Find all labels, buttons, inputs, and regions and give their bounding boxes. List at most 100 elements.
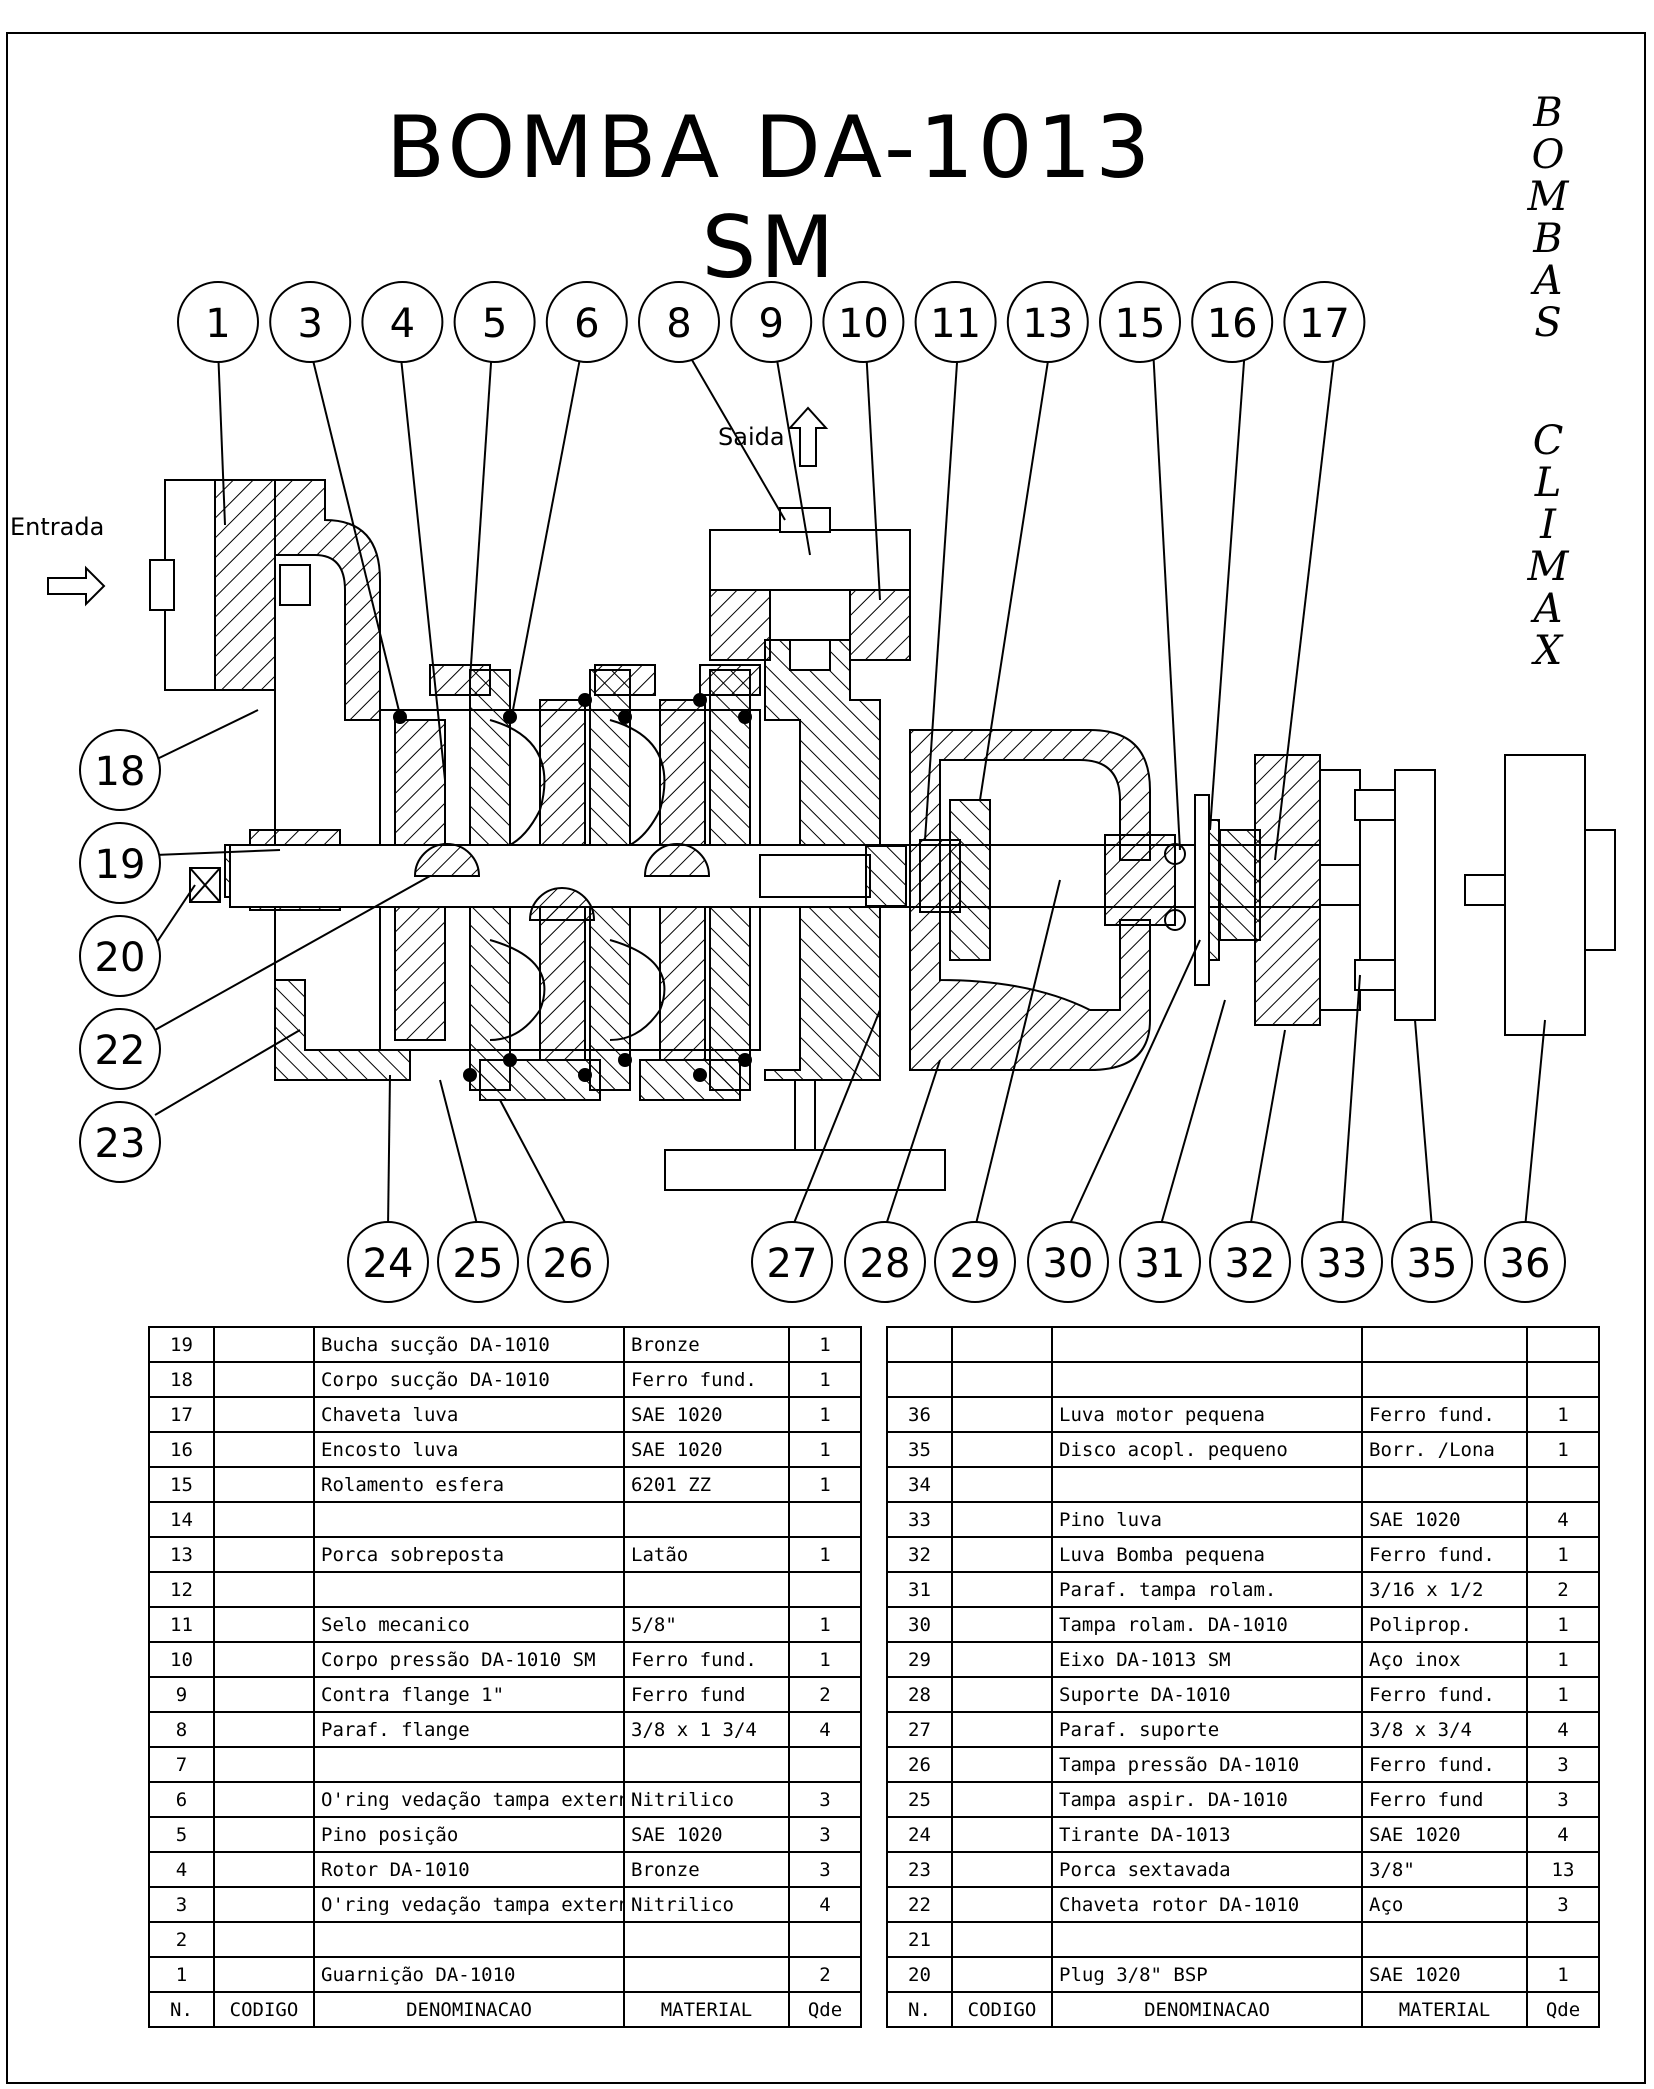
code-cell <box>951 1571 1053 1608</box>
callout-32: 32 <box>1209 1221 1291 1303</box>
brand-letter: A <box>1533 586 1563 632</box>
code-cell <box>213 1781 315 1818</box>
description-cell: Corpo pressão DA-1010 SM <box>313 1641 625 1678</box>
description-cell: Contra flange 1" <box>313 1676 625 1713</box>
item-number: 7 <box>148 1746 215 1783</box>
code-cell <box>951 1711 1053 1748</box>
item-number: 1 <box>148 1956 215 1993</box>
material-cell: Ferro fund. <box>623 1641 790 1678</box>
callout-27: 27 <box>751 1221 833 1303</box>
description-cell: Paraf. flange <box>313 1711 625 1748</box>
item-number <box>886 1326 953 1363</box>
callout-number: 15 <box>1115 301 1166 347</box>
header-codigo: CODIGO <box>951 1991 1053 2028</box>
callout-8: 8 <box>638 281 720 363</box>
quantity-cell: 2 <box>788 1676 862 1713</box>
pump-section-drawing: Entrada Saida <box>10 281 1616 1303</box>
quantity-cell: 1 <box>788 1361 862 1398</box>
item-number: 21 <box>886 1921 953 1958</box>
description-cell: Plug 3/8" BSP <box>1051 1956 1363 1993</box>
code-cell <box>951 1886 1053 1923</box>
inlet-arrow <box>47 565 106 607</box>
description-cell <box>1051 1921 1363 1958</box>
item-number: 26 <box>886 1746 953 1783</box>
description-cell: Rotor DA-1010 <box>313 1851 625 1888</box>
callout-number: 17 <box>1299 301 1350 347</box>
header-n: N. <box>148 1991 215 2028</box>
callout-number: 24 <box>363 1241 414 1287</box>
item-number: 9 <box>148 1676 215 1713</box>
quantity-cell <box>788 1921 862 1958</box>
bearing-support <box>664 729 1220 1191</box>
quantity-cell: 3 <box>1526 1886 1600 1923</box>
code-cell <box>951 1466 1053 1503</box>
item-number: 19 <box>148 1326 215 1363</box>
callout-number: 11 <box>930 301 981 347</box>
material-cell: Aço inox <box>1361 1641 1528 1678</box>
callout-number: 23 <box>95 1121 146 1167</box>
code-cell <box>213 1326 315 1363</box>
description-cell <box>1051 1326 1363 1363</box>
callout-30: 30 <box>1027 1221 1109 1303</box>
code-cell <box>213 1606 315 1643</box>
description-cell <box>1051 1466 1363 1503</box>
material-cell: Ferro fund. <box>1361 1676 1528 1713</box>
quantity-cell: 1 <box>788 1466 862 1503</box>
material-cell: Ferro fund. <box>1361 1396 1528 1433</box>
item-number: 34 <box>886 1466 953 1503</box>
material-cell: Ferro fund <box>1361 1781 1528 1818</box>
material-cell: SAE 1020 <box>1361 1956 1528 1993</box>
item-number: 30 <box>886 1606 953 1643</box>
outlet-arrow <box>787 406 829 467</box>
quantity-cell: 1 <box>1526 1676 1600 1713</box>
callout-28: 28 <box>844 1221 926 1303</box>
callout-number: 8 <box>666 301 691 347</box>
callout-number: 9 <box>758 301 783 347</box>
material-cell: Bronze <box>623 1326 790 1363</box>
description-cell: O'ring vedação tampa externo <box>313 1886 625 1923</box>
callout-19: 19 <box>79 822 161 904</box>
description-cell: Corpo sucção DA-1010 <box>313 1361 625 1398</box>
description-cell: Tampa pressão DA-1010 <box>1051 1746 1363 1783</box>
quantity-cell: 3 <box>788 1781 862 1818</box>
item-number <box>886 1361 953 1398</box>
quantity-cell: 4 <box>788 1886 862 1923</box>
code-cell <box>951 1641 1053 1678</box>
description-cell: O'ring vedação tampa externo <box>313 1781 625 1818</box>
callout-1: 1 <box>177 281 259 363</box>
code-cell <box>213 1361 315 1398</box>
quantity-cell: 4 <box>1526 1816 1600 1853</box>
item-number: 35 <box>886 1431 953 1468</box>
callout-number: 10 <box>838 301 889 347</box>
material-cell: 3/8" <box>1361 1851 1528 1888</box>
code-cell <box>213 1571 315 1608</box>
item-number: 12 <box>148 1571 215 1608</box>
callout-number: 6 <box>574 301 599 347</box>
description-cell: Encosto luva <box>313 1431 625 1468</box>
quantity-cell: 1 <box>788 1641 862 1678</box>
callout-13: 13 <box>1006 281 1089 363</box>
quantity-cell: 4 <box>788 1711 862 1748</box>
code-cell <box>213 1466 315 1503</box>
description-cell: Porca sextavada <box>1051 1851 1363 1888</box>
callout-number: 3 <box>297 301 322 347</box>
quantity-cell <box>1526 1326 1600 1363</box>
callout-33: 33 <box>1301 1221 1383 1303</box>
brand-letter: X <box>1533 628 1563 674</box>
quantity-cell: 3 <box>1526 1781 1600 1818</box>
callout-number: 16 <box>1207 301 1258 347</box>
